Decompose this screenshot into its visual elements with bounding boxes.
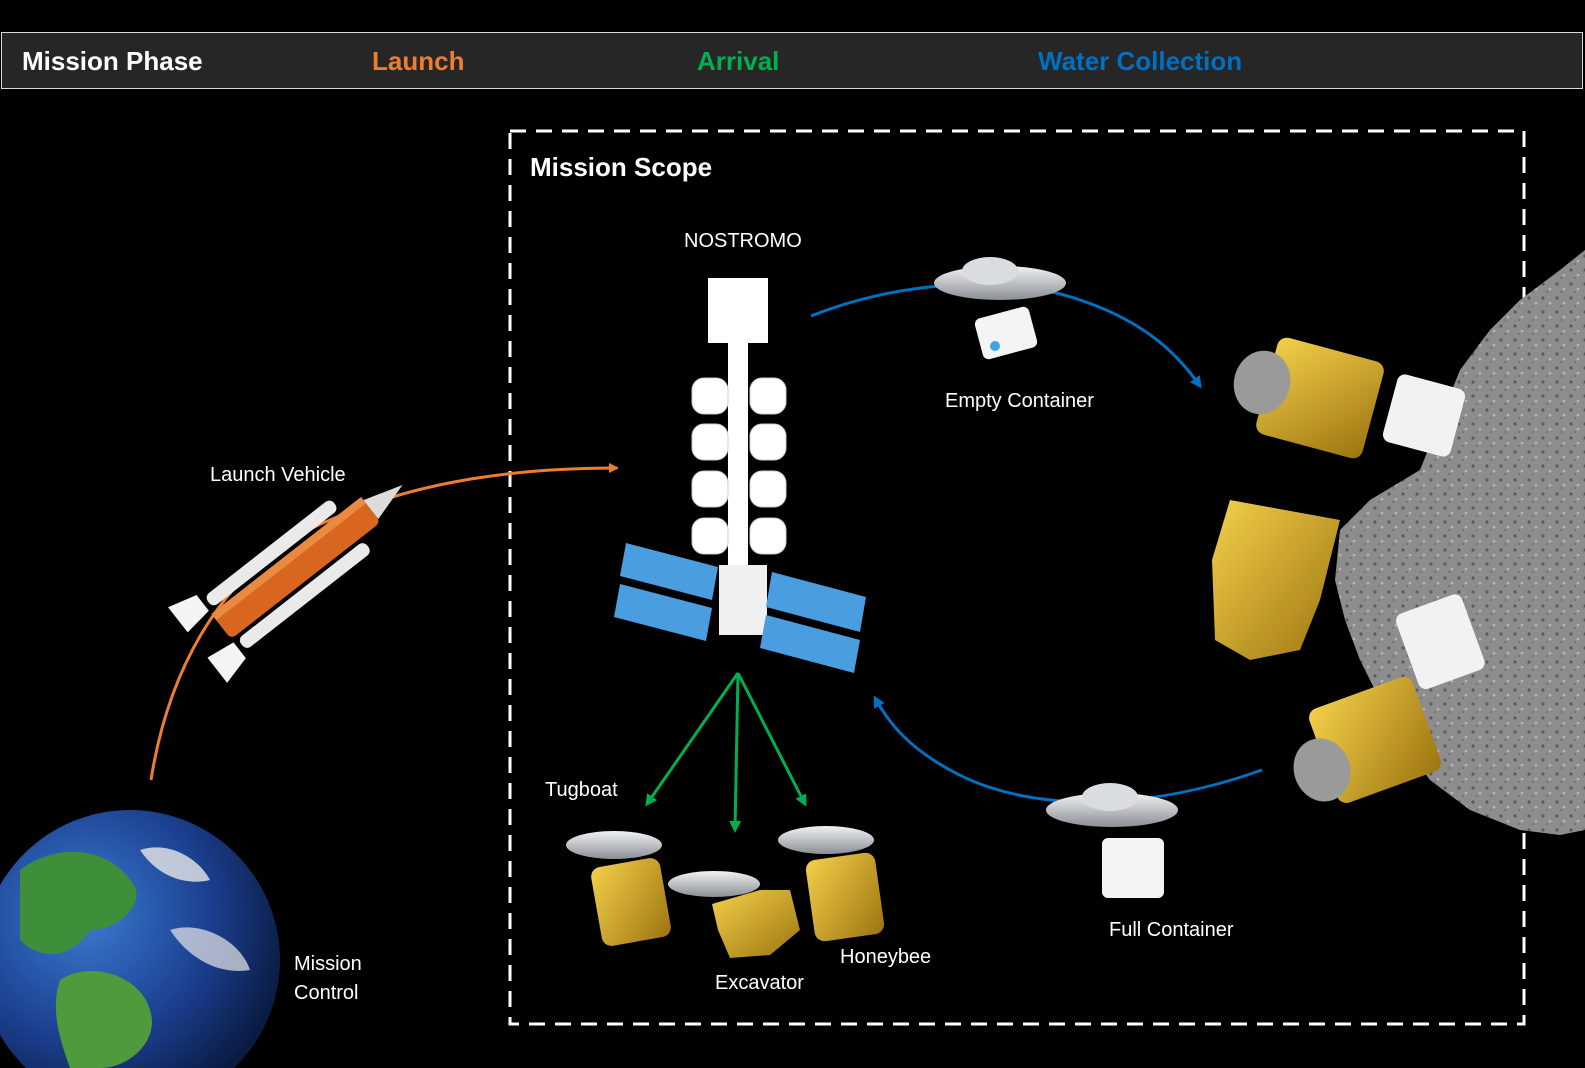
empty-container-label: Empty Container: [945, 390, 1094, 412]
honeybee-robot-upper-icon: [1233, 337, 1466, 459]
phase-bar-title: Mission Phase: [22, 46, 203, 76]
honeybee-robot-lower-icon: [1293, 594, 1485, 803]
phase-launch: Launch: [372, 46, 465, 76]
mission-control-label: Mission Control: [294, 950, 414, 1008]
nostromo-label: NOSTROMO: [684, 230, 802, 252]
mission-scope-title: Mission Scope: [530, 152, 713, 182]
launch-vehicle-label: Launch Vehicle: [210, 464, 346, 486]
mission-control-line1: Mission: [294, 953, 362, 975]
tugboat-label: Tugboat: [545, 779, 618, 801]
container-icon: [974, 306, 1038, 360]
saucer-icon: [934, 257, 1066, 300]
phase-arrival: Arrival: [697, 46, 780, 76]
honeybee-label: Honeybee: [840, 946, 932, 968]
mission-control-line2: Control: [294, 982, 359, 1004]
tugboat-robot-icon: [566, 831, 671, 946]
honeybee-robot-icon: [778, 826, 885, 942]
saucer-icon: [1046, 783, 1178, 827]
container-icon: [1102, 838, 1164, 898]
rocket-icon: [168, 484, 403, 683]
earth-icon: [0, 810, 280, 1068]
excavator-label: Excavator: [715, 972, 804, 994]
water-return-arrow: [873, 695, 1263, 804]
phase-water-collection: Water Collection: [1038, 46, 1243, 76]
station-icon: [614, 278, 866, 673]
launch-arrow: [149, 463, 619, 781]
full-container-label: Full Container: [1109, 919, 1234, 941]
excavator-robot-icon: [668, 871, 800, 958]
arrival-arrows: [645, 672, 807, 833]
excavator-arm-icon: [1212, 500, 1340, 660]
water-outbound-arrow: [810, 282, 1202, 389]
mission-phase-bar: Mission Phase Launch Arrival Water Colle…: [1, 32, 1583, 89]
